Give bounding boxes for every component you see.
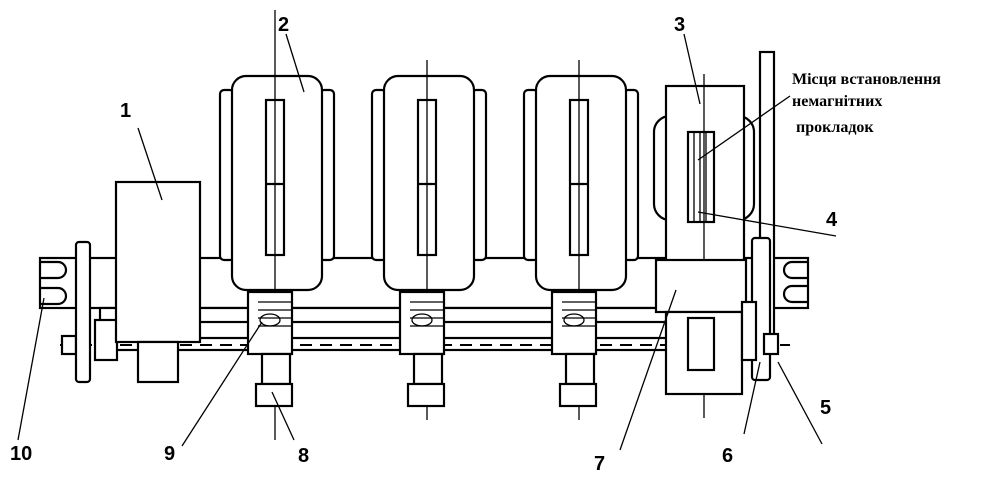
label-3: 3 xyxy=(674,14,685,36)
label-9: 9 xyxy=(164,443,175,465)
leader-3 xyxy=(683,33,701,105)
leader-2 xyxy=(285,33,305,93)
label-10: 10 xyxy=(10,443,32,465)
leader-4 xyxy=(697,211,837,237)
block-7 xyxy=(654,258,748,396)
left-rail-slot xyxy=(40,260,68,280)
leader-7 xyxy=(619,289,677,451)
leader-9 xyxy=(181,321,263,447)
leader-8 xyxy=(271,391,295,441)
right-end-plate xyxy=(740,50,780,382)
contact-pole-3 xyxy=(522,60,640,420)
label-4: 4 xyxy=(826,209,838,231)
contact-pole-1 xyxy=(218,10,336,440)
note-line-1: Місця встановлення xyxy=(792,71,941,88)
note-line-2: немагнітних xyxy=(792,93,882,110)
leader-note-a xyxy=(697,95,791,161)
contact-pole-2 xyxy=(370,60,488,420)
note-line-3: прокладок xyxy=(796,119,874,136)
block-1 xyxy=(114,180,202,384)
label-1: 1 xyxy=(120,100,131,122)
right-rail-slot xyxy=(782,260,808,280)
label-2: 2 xyxy=(278,14,289,36)
leader-6 xyxy=(743,361,761,435)
label-8: 8 xyxy=(298,445,309,467)
coil-block-3 xyxy=(652,74,756,418)
label-7: 7 xyxy=(594,453,605,475)
leader-1 xyxy=(137,127,163,201)
left-end-plate xyxy=(74,240,92,384)
leader-5 xyxy=(777,361,823,445)
label-5: 5 xyxy=(820,397,831,419)
label-6: 6 xyxy=(722,445,733,467)
leader-lines xyxy=(17,33,837,451)
leader-10 xyxy=(17,297,45,441)
